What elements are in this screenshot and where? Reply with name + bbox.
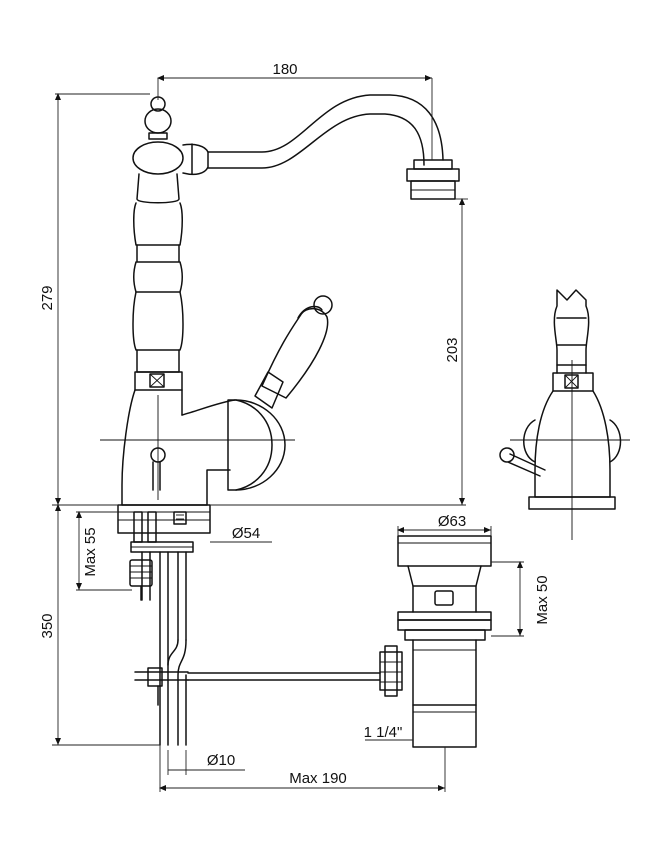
faucet-side-view [499,289,630,540]
dim-label-max-rod-distance: Max 190 [289,770,347,787]
dim-label-spout-height: 203 [444,337,461,362]
pop-up-waste [379,535,492,748]
faucet-main-view [100,94,460,746]
dim-label-waste-flange-diameter: Ø63 [438,513,466,530]
dim-label-total-height: 279 [39,285,56,310]
dim-label-spout-reach: 180 [272,61,297,78]
dim-label-rod-diameter: Ø10 [207,752,235,769]
dimension-lines [52,75,524,792]
dim-label-waste-thread: 1 1/4" [364,724,403,741]
dim-label-max-deck-thickness: Max 55 [82,527,99,576]
dim-label-waste-max-thickness: Max 50 [534,575,551,624]
dim-label-tail-length: 350 [39,613,56,638]
dim-label-base-diameter: Ø54 [232,525,260,542]
